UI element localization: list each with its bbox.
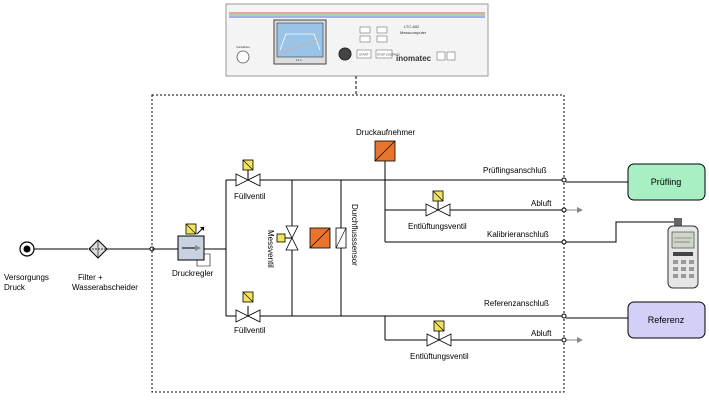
device-left-label: Vorwählen: [236, 45, 250, 49]
ref-port-label: Referenzanschluß: [484, 299, 549, 308]
stop-button-label: STOP ZUSTAND: [377, 53, 401, 57]
handheld-calibrator-icon: [667, 218, 699, 289]
start-button[interactable]: [356, 49, 372, 59]
device-key-4[interactable]: [376, 35, 388, 43]
device-key-6[interactable]: [446, 51, 456, 61]
device-key-3[interactable]: [376, 26, 388, 34]
test-item-box: [627, 163, 706, 201]
fill-valve-top-label: Füllventil: [234, 192, 266, 201]
vent-valve-top-label: Entlüftungsventil: [408, 222, 467, 231]
fill-valve-bottom-label: Füllventil: [234, 326, 266, 335]
regulator-label: Druckregler: [172, 269, 214, 278]
measuring-computer: Vorwählen 11.2 START STOP ZUSTAND LTC-60…: [225, 3, 489, 77]
device-key-2[interactable]: [359, 35, 371, 43]
reference-label: Referenz: [648, 315, 685, 325]
exhaust-bottom-label: Abluft: [531, 329, 552, 338]
calib-port-label: Kalibrieranschluß: [487, 230, 549, 239]
exhaust-top-label: Abluft: [531, 199, 552, 208]
rotary-knob-icon[interactable]: [338, 47, 352, 61]
pressure-sensor-label: Druckaufnehmer: [356, 128, 415, 137]
power-knob-icon[interactable]: [236, 50, 250, 64]
start-button-label: START: [359, 53, 369, 57]
test-port-label: Prüflingsanschluß: [483, 166, 547, 175]
reference-box: [627, 301, 706, 339]
device-key-5[interactable]: [436, 51, 446, 61]
screen-value: 11.2: [296, 58, 302, 62]
device-subtitle: Messcomputer: [400, 30, 427, 35]
stop-button[interactable]: [375, 49, 393, 59]
device-key-1[interactable]: [359, 26, 371, 34]
measure-valve-label: Messventil: [266, 230, 275, 268]
measure-valve-actuator: [276, 233, 286, 243]
test-item-label: Prüfling: [651, 177, 682, 187]
flow-sensor-label: Durchflusssensor: [350, 204, 359, 266]
vent-valve-bottom-label: Entlüftungsventil: [410, 352, 469, 361]
filter-label: Filter +Wasserabscheider: [72, 273, 138, 292]
device-brand: inomatec: [396, 54, 432, 63]
device-model: LTC-602: [404, 24, 420, 29]
